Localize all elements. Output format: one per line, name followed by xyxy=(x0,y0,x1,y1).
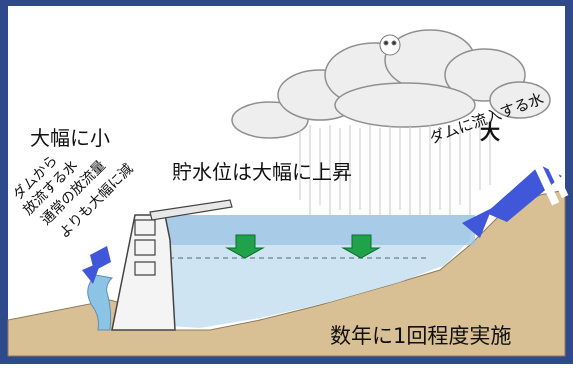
frame-bottom-border xyxy=(0,356,573,364)
discharge-small-label: 大幅に小 xyxy=(30,126,110,150)
outflow-arrow xyxy=(82,246,111,284)
frame-right-border xyxy=(565,0,573,364)
rain-cloud xyxy=(231,29,551,139)
raised-water-band xyxy=(160,215,475,245)
dam-gate-3 xyxy=(134,261,156,276)
frame-top-border xyxy=(0,0,573,6)
frame-left-border xyxy=(0,0,8,364)
rain-streaks xyxy=(299,118,491,225)
frequency-label: 数年に1回程度実施 xyxy=(330,324,512,348)
dam-gate-1 xyxy=(134,219,156,236)
released-water xyxy=(87,274,114,331)
water-level-rise-label: 貯水位は大幅に上昇 xyxy=(172,160,352,184)
water-rise-arrow-1 xyxy=(225,234,265,259)
inflow-large-label: 大 xyxy=(480,120,500,144)
cloud-character xyxy=(379,34,401,56)
water-rise-arrow-2 xyxy=(341,234,381,259)
inflow-arrow xyxy=(462,154,569,238)
dam-gate-2 xyxy=(134,239,156,256)
dam-crest-bridge xyxy=(149,199,233,221)
